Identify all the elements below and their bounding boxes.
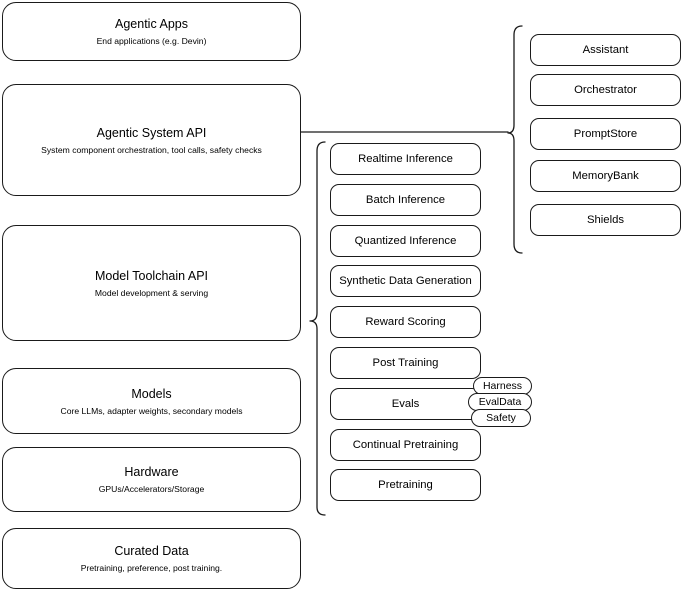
agentic-component-memorybank[interactable]: MemoryBank	[530, 160, 681, 192]
layer-box-hardware[interactable]: Hardware GPUs/Accelerators/Storage	[2, 447, 301, 512]
layer-box-models[interactable]: Models Core LLMs, adapter weights, secon…	[2, 368, 301, 434]
layer-title: Agentic System API	[96, 125, 207, 140]
agentic-component-assistant[interactable]: Assistant	[530, 34, 681, 66]
layer-title: Model Toolchain API	[94, 268, 209, 283]
capability-box-evals[interactable]: Evals	[330, 388, 481, 420]
layer-box-agentic-system-api[interactable]: Agentic System API System component orch…	[2, 84, 301, 196]
capability-box-pretraining[interactable]: Pretraining	[330, 469, 481, 501]
capability-box-continual-pretraining[interactable]: Continual Pretraining	[330, 429, 481, 461]
layer-box-agentic-apps[interactable]: Agentic Apps End applications (e.g. Devi…	[2, 2, 301, 61]
toolchain-capabilities-brace	[309, 141, 326, 516]
agentic-components-brace	[507, 25, 523, 254]
capability-box-batch-inference[interactable]: Batch Inference	[330, 184, 481, 216]
evals-badge-safety[interactable]: Safety	[471, 409, 531, 427]
agentic-component-orchestrator[interactable]: Orchestrator	[530, 74, 681, 106]
layer-title: Models	[131, 386, 172, 401]
capability-box-synthetic-data-generation[interactable]: Synthetic Data Generation	[330, 265, 481, 297]
agentic-component-promptstore[interactable]: PromptStore	[530, 118, 681, 150]
agentic-component-shields[interactable]: Shields	[530, 204, 681, 236]
layer-title: Agentic Apps	[115, 17, 188, 31]
layer-subtitle: Core LLMs, adapter weights, secondary mo…	[60, 405, 243, 416]
capability-box-reward-scoring[interactable]: Reward Scoring	[330, 306, 481, 338]
layer-title: Curated Data	[114, 544, 189, 558]
layer-subtitle: GPUs/Accelerators/Storage	[98, 484, 205, 494]
layer-box-model-toolchain-api[interactable]: Model Toolchain API Model development & …	[2, 225, 301, 341]
layer-subtitle: Pretraining, preference, post training.	[80, 563, 223, 573]
layer-box-curated-data[interactable]: Curated Data Pretraining, preference, po…	[2, 528, 301, 589]
layer-subtitle: System component orchestration, tool cal…	[41, 144, 262, 155]
capability-box-quantized-inference[interactable]: Quantized Inference	[330, 225, 481, 257]
layer-subtitle: Model development & serving	[94, 287, 209, 298]
layer-subtitle: End applications (e.g. Devin)	[96, 36, 207, 46]
capability-box-realtime-inference[interactable]: Realtime Inference	[330, 143, 481, 175]
layer-title: Hardware	[124, 465, 179, 479]
capability-box-post-training[interactable]: Post Training	[330, 347, 481, 379]
